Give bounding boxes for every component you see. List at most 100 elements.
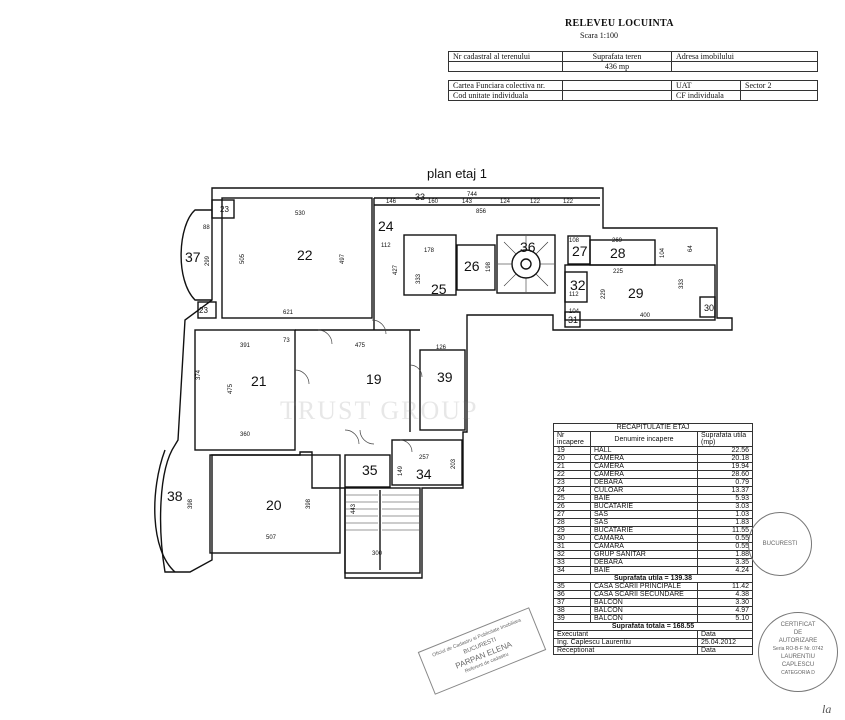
recap-cell: 1.83 [697,518,753,527]
recap-cell: 5.10 [697,614,753,623]
recap-cell: CASA SCARII SECUNDARE [590,590,698,599]
room-label-39: 39 [437,369,453,385]
data-label: Data [697,630,753,639]
recap-cell: BALCON [590,614,698,623]
dimension-label: 143 [462,199,473,205]
stamp-text: BUCURESTI [762,541,798,547]
recap-cell: BUCATARIE [590,526,698,535]
room-label-19: 19 [366,371,382,387]
dimension-label: 108 [569,238,580,244]
info-table-top: Nr cadastral al terenului Suprafata tere… [448,51,818,72]
recap-cell: 26 [553,502,591,511]
recap-cell: BAIE [590,494,698,503]
dimension-label: 333 [679,278,685,289]
recap-cell: 4.38 [697,590,753,599]
recap-cell: 24 [553,486,591,495]
recap-cell: CAMERA [590,462,698,471]
room-label-23-top: 23 [220,205,229,214]
dimension-label: 160 [428,199,439,205]
room-label-32: 32 [570,277,586,293]
room-label-34: 34 [416,466,432,482]
recap-cell: 0.79 [697,478,753,487]
recap-cell: 23 [553,478,591,487]
recap-cell: CULOAR [590,486,698,495]
recap-cell: 28.60 [697,470,753,479]
dimension-label: 104 [660,247,666,258]
recap-cell: 20 [553,454,591,463]
recap-cell: 37 [553,598,591,607]
dimension-label: 505 [240,253,246,264]
dimension-label: 112 [569,292,579,298]
recap-cell: 3.03 [697,502,753,511]
dimension-label: 229 [601,288,607,299]
dimension-label: 475 [228,383,234,394]
recap-cell: 4.24 [697,566,753,575]
dimension-label: 122 [530,199,541,205]
recap-cell: BALCON [590,598,698,607]
recap-cell: 25 [553,494,591,503]
recap-cell: 20.18 [697,454,753,463]
dimension-label: 203 [451,458,457,469]
recap-cell: BUCATARIE [590,502,698,511]
dimension-label: 360 [240,432,251,438]
room-label-31: 31 [568,315,579,325]
recap-subtotal: Suprafata utila = 139.38 [553,574,753,583]
receptionat-label: Receptionat [553,646,698,655]
room-label-37: 37 [185,249,201,265]
dimension-label: 427 [393,264,399,275]
room-label-29: 29 [628,285,644,301]
recap-cell: 11.42 [697,582,753,591]
recap-cell: CAMARA [590,534,698,543]
dimension-label: 257 [419,455,430,461]
stamp-line: Seria RO-B-F Nr. 0742 [772,646,824,652]
recap-cell: GRUP SANITAR [590,550,698,559]
room-label-36: 36 [520,239,536,255]
signature: la [822,702,832,716]
room-label-24: 24 [378,218,394,234]
recap-cell: 3.35 [697,558,753,567]
recap-cell: 22.56 [697,446,753,455]
dimension-label: 178 [424,248,435,254]
dimension-label: 333 [416,273,422,284]
recap-cell: 28 [553,518,591,527]
dimension-label: 124 [500,199,511,205]
recap-cell: 19 [553,446,591,455]
receptionat-data: Data [697,646,753,655]
stamp-round-2: CERTIFICAT DE AUTORIZARE Seria RO-B-F Nr… [758,612,838,692]
recap-cell: 4.97 [697,606,753,615]
recap-cell: 27 [553,510,591,519]
recap-title: RECAPITULATIE ETAJ [553,423,753,432]
dimension-label: 497 [340,253,346,264]
recap-header: Denumire incapere [590,431,698,447]
recap-cell: 29 [553,526,591,535]
recap-cell: 11.55 [697,526,753,535]
recap-cell: 1.88 [697,550,753,559]
recap-table: RECAPITULATIE ETAJ Nr incapere Denumire … [553,423,753,655]
dimension-label: 88 [203,225,210,231]
stamp-line: AUTORIZARE [778,638,818,644]
dimension-label: 374 [196,369,202,380]
dimension-label: 398 [188,498,194,509]
recap-cell: 38 [553,606,591,615]
watermark: TRUST GROUP [280,396,479,425]
recap-cell: DEBARA [590,558,698,567]
recap-cell: 5.93 [697,494,753,503]
recap-cell: 0.55 [697,534,753,543]
dimension-label: 149 [398,465,404,476]
recap-cell: 30 [553,534,591,543]
info-cell [671,61,818,72]
room-label-30: 30 [704,303,715,313]
